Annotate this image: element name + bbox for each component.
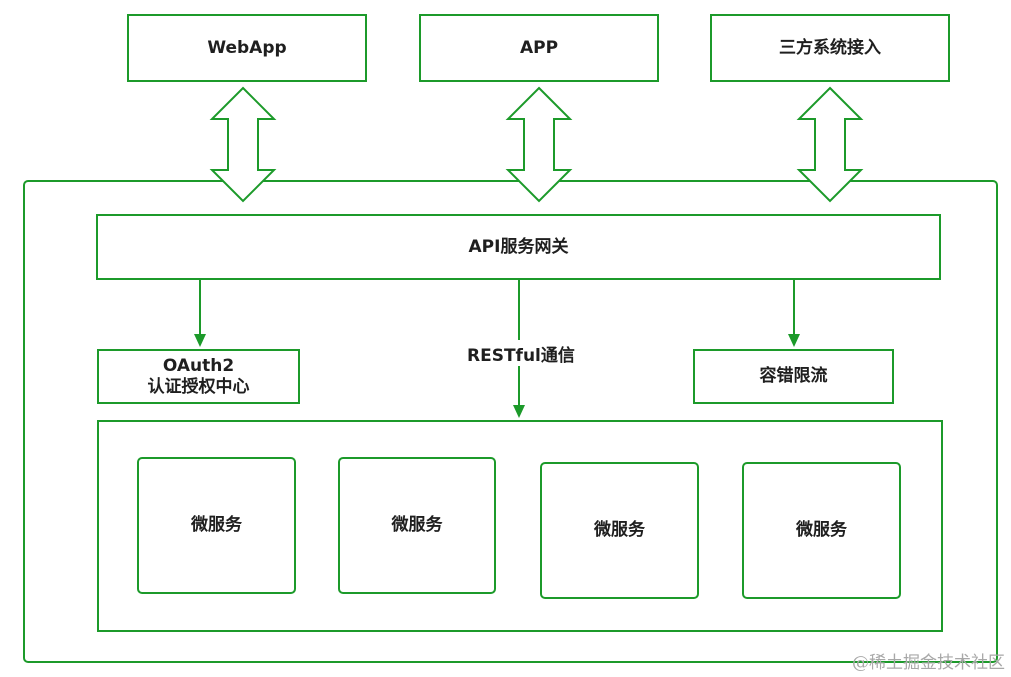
oauth-auth-center-box: OAuth2 认证授权中心	[97, 349, 300, 404]
app-label: APP	[519, 37, 559, 58]
microservice-label: 微服务	[391, 515, 443, 536]
api-gateway-label: API服务网关	[468, 236, 569, 257]
oauth-label-line2: 认证授权中心	[147, 376, 250, 397]
fault-tolerance-label: 容错限流	[759, 366, 828, 387]
third-party-gateway-double-arrow	[796, 86, 864, 203]
microservice-box-1: 微服务	[137, 457, 296, 594]
microservice-box-3: 微服务	[540, 462, 699, 599]
third-party-label: 三方系统接入	[779, 37, 881, 58]
webapp-gateway-double-arrow	[209, 86, 277, 203]
watermark-text: @稀土掘金技术社区	[852, 653, 1005, 673]
gateway-to-fault-tolerance-arrowhead	[788, 334, 800, 347]
webapp-client-box: WebApp	[127, 14, 367, 82]
app-gateway-double-arrow	[505, 86, 573, 203]
microservice-label: 微服务	[594, 520, 645, 541]
api-gateway-box: API服务网关	[96, 214, 941, 280]
oauth-label-line1: OAuth2	[162, 356, 235, 377]
gateway-to-microservices-arrowhead	[513, 405, 525, 418]
microservice-box-2: 微服务	[338, 457, 496, 594]
webapp-label: WebApp	[207, 37, 287, 58]
microservice-label: 微服务	[796, 520, 847, 541]
gateway-to-oauth-arrowhead	[194, 334, 206, 347]
fault-tolerance-box: 容错限流	[693, 349, 894, 404]
microservice-label: 微服务	[191, 515, 242, 536]
app-client-box: APP	[419, 14, 659, 82]
third-party-client-box: 三方系统接入	[710, 14, 950, 82]
restful-communication-label: RESTful通信	[466, 341, 576, 366]
microservice-box-4: 微服务	[742, 462, 901, 599]
